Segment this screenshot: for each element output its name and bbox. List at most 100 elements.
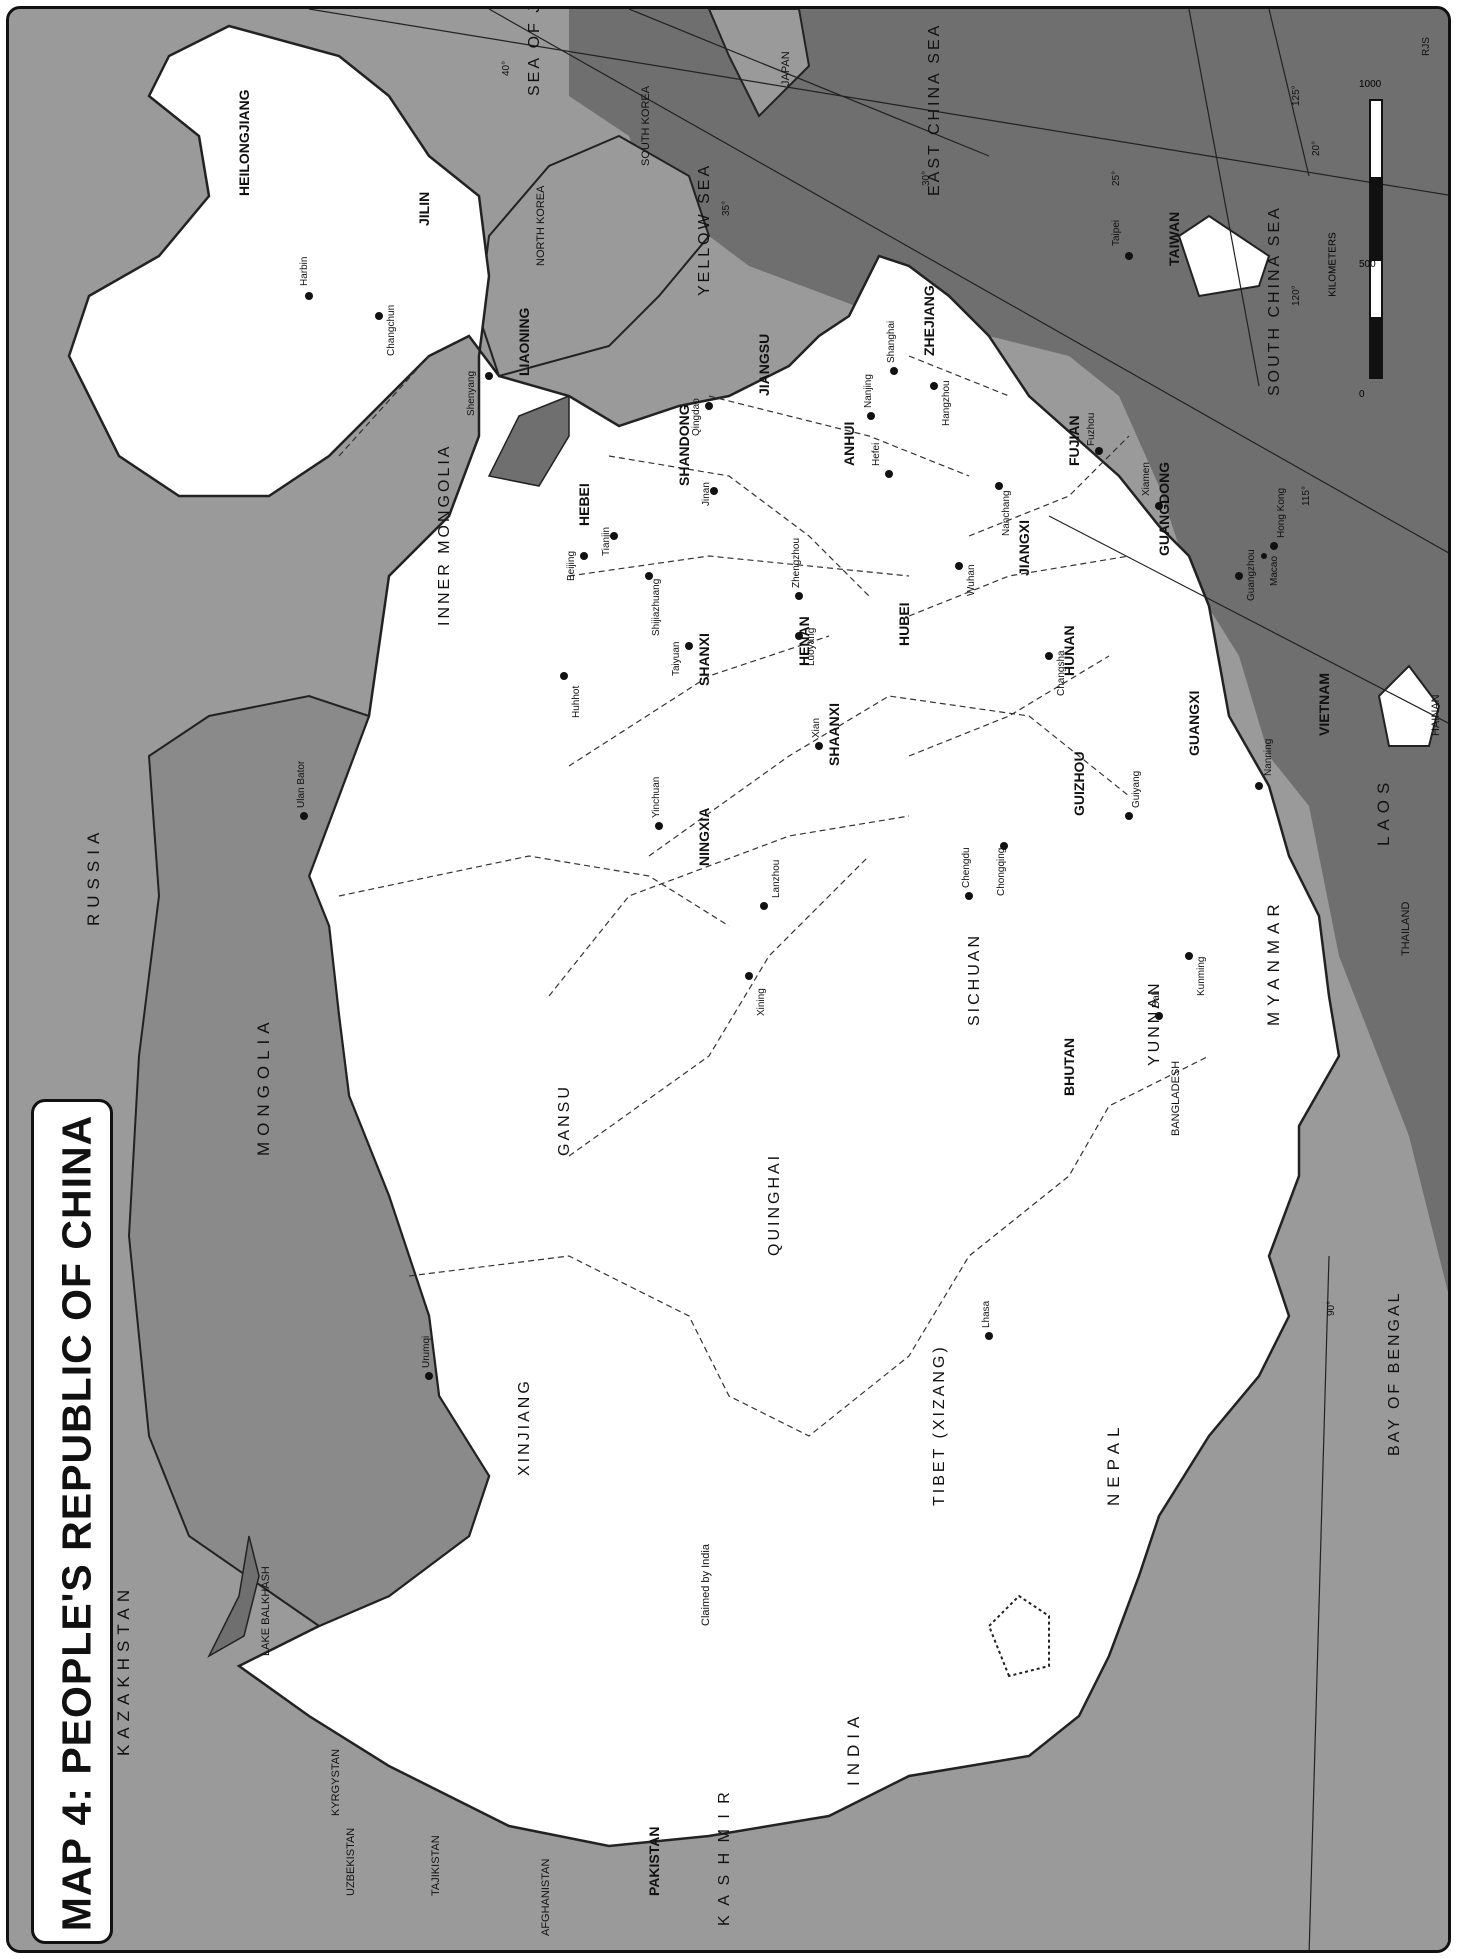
city-dot-guiyang [1125,812,1133,820]
graticule-label: 120° [1291,285,1302,306]
taiwan-island [1177,214,1271,298]
city-label: Changchun [386,305,397,356]
country-label-russia: RUSSIA [84,827,103,926]
country-label-bhutan: BHUTAN [1061,1038,1077,1096]
country-label-north-korea: NORTH KOREA [535,185,547,266]
city-label: Jinan [701,482,712,506]
city-label: Huhhot [571,686,582,718]
city-dot-lhasa [985,1332,993,1340]
city-label: Ulan Bator [296,760,307,808]
scale-tick-label: 500 [1359,259,1376,270]
boundary-line [908,355,1010,397]
city-dot-changchun [375,312,383,320]
city-label: Chongqing [996,848,1007,896]
map-frame: RUSSIA MONGOLIA KAZAKHSTAN KYRGYSTAN TAJ… [6,6,1451,1953]
boundary-line [548,815,910,997]
city-label: Nanjing [863,374,874,408]
city-dot-beijing [580,552,588,560]
province-label-ningxia: NINGXIA [696,808,712,866]
scale-segment [1369,99,1383,179]
graticule-line [1268,9,1310,177]
city-dot-nanning [1255,782,1263,790]
city-dot-taipei [1125,252,1133,260]
city-label: Chengdu [961,847,972,888]
city-dot-tianjin [610,532,618,540]
province-label-hubei: HUBEI [896,602,912,646]
mongolia-land [127,694,491,1628]
city-label: Hong Kong [1276,488,1287,538]
city-dot-xian [815,742,823,750]
city-dot-huhhot [560,672,568,680]
city-label: Shijiazhuang [651,579,662,636]
city-label: Beijing [566,551,577,581]
city-dot-guangzhou [1235,572,1243,580]
city-label: Luoyang [806,628,817,666]
city-label: Shanghai [886,321,897,363]
boundary-line [908,555,1130,617]
city-label: Urumqi [421,1336,432,1368]
water-label-sea-of-japan: SEA OF JAPAN [526,9,543,96]
country-label-uzbekistan: UZBEKISTAN [345,1828,357,1896]
graticule-label: 25° [1111,171,1122,186]
graticule-line [628,9,990,157]
graticule-line [1188,9,1260,387]
graticule-line [488,9,1448,557]
graticule-label: 40° [501,61,512,76]
city-dot-nanchang [995,482,1003,490]
city-dot-yinchuan [655,822,663,830]
map-title: MAP 4: PEOPLE'S REPUBLIC OF CHINA [53,1114,99,1932]
boundary-line [968,435,1130,537]
city-dot-hong-kong [1270,542,1278,550]
city-dot-chongqing [1000,842,1008,850]
province-label-anhui: ANHUI [841,422,857,466]
map-svg: RUSSIA MONGOLIA KAZAKHSTAN KYRGYSTAN TAJ… [9,9,1448,1950]
province-label-xinjiang: XINJIANG [516,1378,533,1476]
boundary-line [568,855,870,1157]
water-label-bay-of-bengal: BAY OF BENGAL [1386,1290,1403,1456]
country-label-pakistan: PAKISTAN [646,1827,662,1896]
graticule-label: 115° [1301,486,1312,506]
graticule-line [1048,515,1448,727]
province-label-henan: HENAN [796,616,812,666]
country-label-kyrgystan: KYRGYSTAN [330,1749,342,1816]
graticule-line [1308,1255,1330,1950]
city-dot-changsha [1045,652,1053,660]
province-boundaries [338,355,1210,1437]
province-label-gansu: GANSU [556,1084,573,1156]
city-label: Lanzhou [771,860,782,898]
province-label-sichuan: SICHUAN [966,933,983,1026]
city-dot-macao [1261,553,1267,559]
city-label: Wuhan [966,564,977,596]
city-dot-shanghai [890,367,898,375]
kashmir-label: K A S H M I R [716,1789,733,1926]
province-label-inner-mongolia: INNER MONGOLIA [436,444,453,626]
city-dot-shijiazhuang [645,572,653,580]
country-label-vietnam: VIETNAM [1316,673,1332,736]
graticule-label: 90° [1326,1301,1337,1316]
scale-unit-label: KILOMETERS [1327,232,1339,297]
province-label-tibet: TIBET (XIZANG) [931,1344,948,1506]
kashmir-claim-outline [987,1594,1050,1678]
hainan-island [1377,664,1441,747]
city-dot-ulan-bator [300,812,308,820]
city-dot-dali [1155,1012,1163,1020]
city-label: Xining [756,988,767,1016]
water-label-lake-balkhash: LAKE BALKHASH [260,1566,272,1656]
city-label: Fuzhou [1086,413,1097,446]
graticule-label: 20° [1311,141,1322,156]
city-dot-nanjing [867,412,875,420]
map-canvas: RUSSIA MONGOLIA KAZAKHSTAN KYRGYSTAN TAJ… [9,9,1448,1950]
country-label-bangladesh: BANGLADESH [1170,1061,1182,1136]
city-label: Lhasa [981,1300,992,1328]
boundary-line [568,635,830,767]
boundary-line [648,695,1130,857]
province-label-jiangsu: JIANGSU [756,334,772,396]
country-label-south-korea: SOUTH KOREA [640,85,652,166]
map-rotated-layer: RUSSIA MONGOLIA KAZAKHSTAN KYRGYSTAN TAJ… [9,9,1448,1950]
boundary-line [708,395,970,477]
province-label-guizhou: GUIZHOU [1071,751,1087,816]
city-label: Nanning [1263,739,1274,776]
credit-label: RJS [1421,37,1432,56]
city-label: Nanchang [1001,490,1012,536]
boundary-line [338,855,730,927]
